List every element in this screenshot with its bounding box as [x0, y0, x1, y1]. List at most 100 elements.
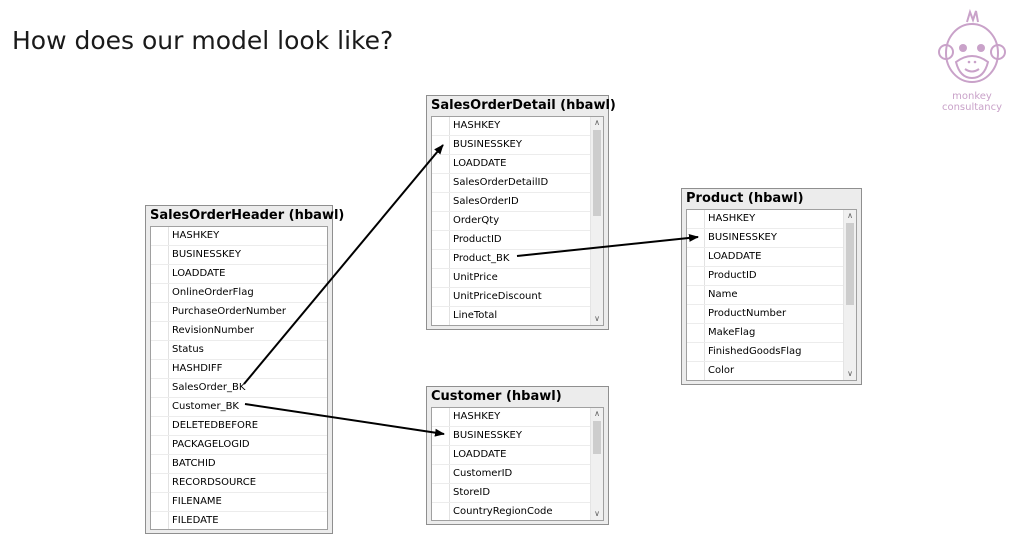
column-row[interactable]: Customer_BK: [151, 398, 327, 417]
column-row[interactable]: StoreID: [432, 484, 590, 503]
column-row[interactable]: HASHKEY: [151, 227, 327, 246]
column-row[interactable]: HASHKEY: [432, 117, 590, 136]
row-selector[interactable]: [687, 305, 705, 323]
row-selector[interactable]: [432, 117, 450, 135]
row-selector[interactable]: [151, 417, 169, 435]
column-row[interactable]: UnitPriceDiscount: [432, 288, 590, 307]
row-selector[interactable]: [151, 436, 169, 454]
row-selector[interactable]: [687, 286, 705, 304]
column-row[interactable]: CustomerID: [432, 465, 590, 484]
scroll-up-icon[interactable]: ∧: [594, 118, 600, 127]
scroll-down-icon[interactable]: ∨: [847, 369, 853, 378]
column-row[interactable]: OnlineOrderFlag: [151, 284, 327, 303]
row-selector[interactable]: [432, 408, 450, 426]
row-selector[interactable]: [432, 288, 450, 306]
column-row[interactable]: PACKAGELOGID: [151, 436, 327, 455]
row-selector[interactable]: [151, 246, 169, 264]
row-selector[interactable]: [151, 455, 169, 473]
column-row[interactable]: FILENAME: [151, 493, 327, 512]
row-selector[interactable]: [151, 398, 169, 416]
column-row[interactable]: MakeFlag: [687, 324, 843, 343]
vertical-scrollbar[interactable]: ∧∨: [590, 117, 603, 325]
column-row[interactable]: HASHKEY: [687, 210, 843, 229]
column-row[interactable]: BUSINESSKEY: [687, 229, 843, 248]
row-selector[interactable]: [151, 341, 169, 359]
column-row[interactable]: BUSINESSKEY: [432, 427, 590, 446]
row-selector[interactable]: [432, 465, 450, 483]
scroll-up-icon[interactable]: ∧: [594, 409, 600, 418]
column-row[interactable]: OrderQty: [432, 212, 590, 231]
row-selector[interactable]: [432, 269, 450, 287]
row-selector[interactable]: [151, 265, 169, 283]
column-row[interactable]: Status: [151, 341, 327, 360]
row-selector[interactable]: [687, 267, 705, 285]
row-selector[interactable]: [151, 227, 169, 245]
row-selector[interactable]: [687, 210, 705, 228]
row-selector[interactable]: [432, 174, 450, 192]
row-selector[interactable]: [432, 193, 450, 211]
row-selector[interactable]: [151, 512, 169, 529]
row-selector[interactable]: [432, 231, 450, 249]
column-row[interactable]: UnitPrice: [432, 269, 590, 288]
column-row[interactable]: PurchaseOrderNumber: [151, 303, 327, 322]
column-row[interactable]: Color: [687, 362, 843, 380]
row-selector[interactable]: [432, 427, 450, 445]
row-selector[interactable]: [151, 493, 169, 511]
column-row[interactable]: RECORDSOURCE: [151, 474, 327, 493]
row-selector[interactable]: [151, 360, 169, 378]
row-selector[interactable]: [687, 362, 705, 380]
column-row[interactable]: FinishedGoodsFlag: [687, 343, 843, 362]
row-selector[interactable]: [151, 379, 169, 397]
row-selector[interactable]: [151, 322, 169, 340]
column-row[interactable]: RevisionNumber: [151, 322, 327, 341]
column-row[interactable]: CountryRegionCode: [432, 503, 590, 520]
column-row[interactable]: ProductNumber: [687, 305, 843, 324]
column-row[interactable]: LOADDATE: [432, 155, 590, 174]
column-row[interactable]: FILEDATE: [151, 512, 327, 529]
row-selector[interactable]: [432, 212, 450, 230]
row-selector[interactable]: [151, 284, 169, 302]
row-selector[interactable]: [687, 248, 705, 266]
column-row[interactable]: HASHDIFF: [151, 360, 327, 379]
row-selector[interactable]: [687, 343, 705, 361]
column-row[interactable]: SalesOrderID: [432, 193, 590, 212]
column-row[interactable]: LOADDATE: [687, 248, 843, 267]
scroll-thumb[interactable]: [846, 223, 854, 305]
row-selector[interactable]: [687, 229, 705, 247]
column-row[interactable]: LineTotal: [432, 307, 590, 325]
column-row[interactable]: BUSINESSKEY: [151, 246, 327, 265]
vertical-scrollbar[interactable]: ∧∨: [590, 408, 603, 520]
row-selector[interactable]: [432, 503, 450, 520]
scroll-thumb[interactable]: [593, 421, 601, 454]
row-selector[interactable]: [432, 446, 450, 464]
row-selector[interactable]: [432, 307, 450, 325]
column-row[interactable]: BATCHID: [151, 455, 327, 474]
scroll-thumb[interactable]: [593, 130, 601, 216]
column-row[interactable]: DELETEDBEFORE: [151, 417, 327, 436]
scroll-up-icon[interactable]: ∧: [847, 211, 853, 220]
row-selector[interactable]: [432, 136, 450, 154]
column-row[interactable]: BUSINESSKEY: [432, 136, 590, 155]
column-row[interactable]: HASHKEY: [432, 408, 590, 427]
column-row[interactable]: Product_BK: [432, 250, 590, 269]
vertical-scrollbar[interactable]: ∧∨: [843, 210, 856, 380]
column-row[interactable]: SalesOrder_BK: [151, 379, 327, 398]
scroll-down-icon[interactable]: ∨: [594, 509, 600, 518]
row-selector[interactable]: [432, 155, 450, 173]
column-row[interactable]: LOADDATE: [432, 446, 590, 465]
column-row[interactable]: SalesOrderDetailID: [432, 174, 590, 193]
column-row[interactable]: ProductID: [687, 267, 843, 286]
row-selector[interactable]: [151, 303, 169, 321]
column-row[interactable]: LOADDATE: [151, 265, 327, 284]
row-selector[interactable]: [432, 484, 450, 502]
row-selector[interactable]: [432, 250, 450, 268]
scroll-down-icon[interactable]: ∨: [594, 314, 600, 323]
